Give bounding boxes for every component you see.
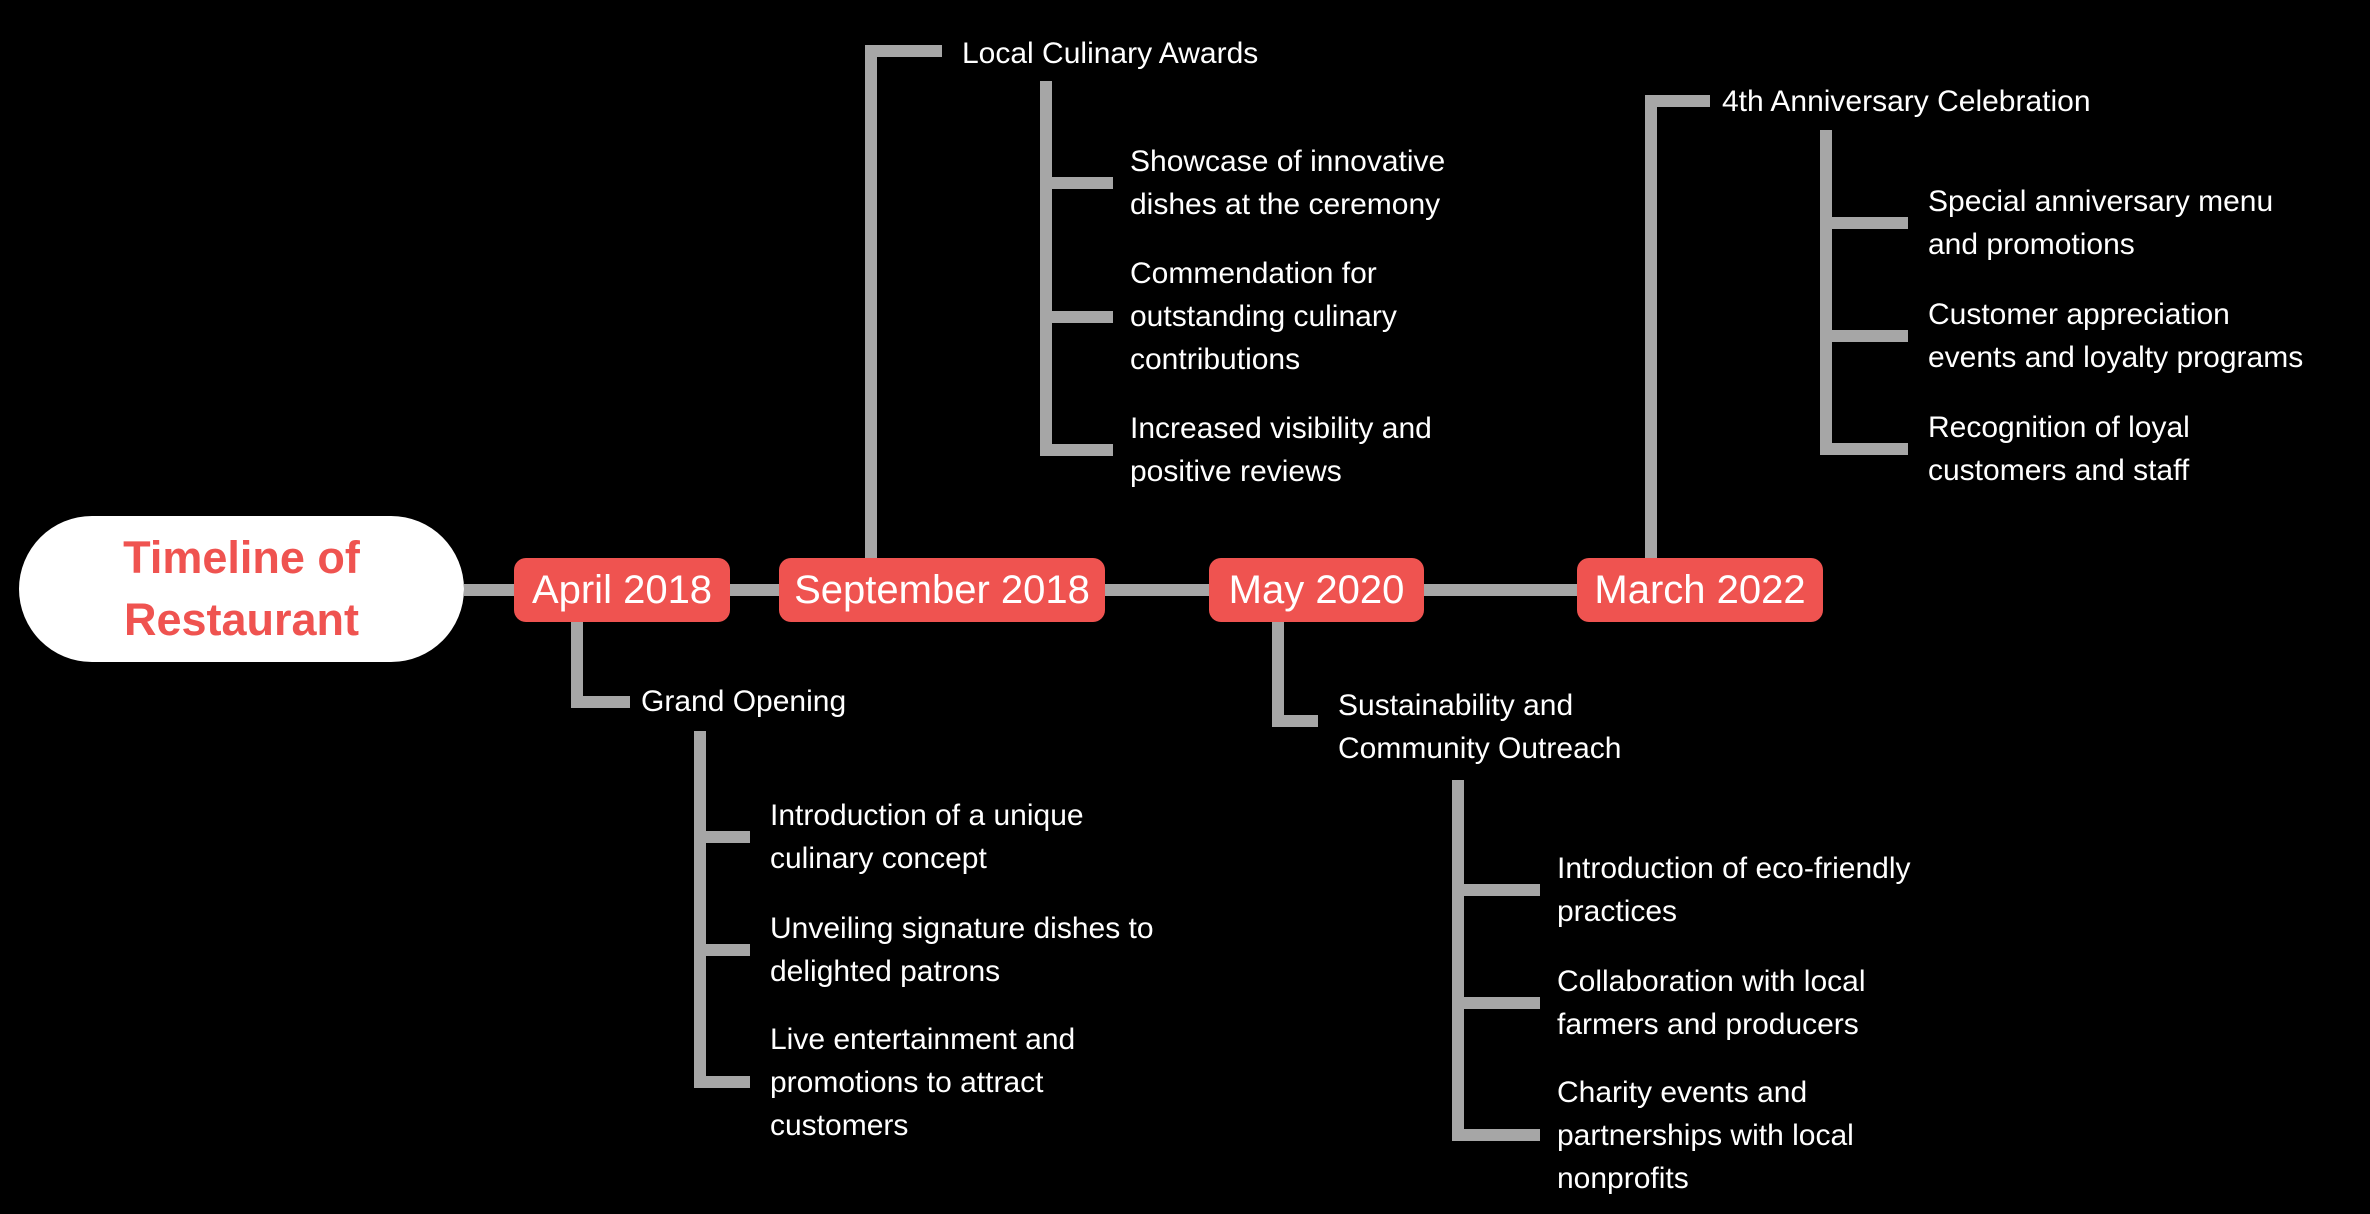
connector-may-elbow-arm: [1272, 715, 1318, 727]
connector-march-up-line: [1645, 95, 1657, 558]
branch-item[interactable]: Live entertainment and promotions to att…: [770, 1023, 1076, 1142]
subtree-line-march: [1820, 130, 1832, 455]
branch-item[interactable]: Customer appreciation events and loyalty…: [1928, 298, 2304, 374]
trunk-line-may-to-march: [1424, 584, 1577, 596]
connector-september-up-line: [865, 45, 877, 558]
connector-april-elbow-arm: [571, 696, 630, 708]
branch-label-grand-opening[interactable]: Grand Opening: [641, 685, 847, 718]
date-node-september-2018[interactable]: September 2018: [779, 558, 1105, 622]
trunk-line-root-to-april: [464, 584, 514, 596]
subtree-stub-may-3: [1452, 1129, 1540, 1141]
subtree-line-september: [1040, 81, 1052, 456]
date-node-april-2018[interactable]: April 2018: [514, 558, 730, 622]
branch-item[interactable]: Collaboration with local farmers and pro…: [1557, 965, 1866, 1041]
subtree-line-may: [1452, 780, 1464, 1141]
subtree-stub-march-1: [1820, 217, 1908, 229]
branch-label-sustainability-community-outreach[interactable]: Sustainability and Community Outreach: [1338, 689, 1622, 765]
subtree-stub-march-2: [1820, 330, 1908, 342]
connector-may-down-line: [1272, 622, 1284, 727]
connector-april-down-line: [571, 622, 583, 708]
branch-item[interactable]: Increased visibility and positive review…: [1130, 412, 1432, 488]
date-node-may-2020[interactable]: May 2020: [1209, 558, 1424, 622]
connector-september-elbow-arm: [865, 45, 942, 57]
branch-item[interactable]: Special anniversary menu and promotions: [1928, 185, 2274, 261]
subtree-stub-september-2: [1040, 311, 1113, 323]
branch-item[interactable]: Showcase of innovative dishes at the cer…: [1130, 145, 1446, 221]
branch-item[interactable]: Commendation for outstanding culinary co…: [1130, 257, 1397, 376]
root-node-timeline-of-restaurant[interactable]: Timeline of Restaurant: [19, 516, 464, 662]
subtree-line-april: [694, 731, 706, 1088]
subtree-stub-may-2: [1452, 997, 1540, 1009]
subtree-stub-september-1: [1040, 177, 1113, 189]
branch-label-local-culinary-awards[interactable]: Local Culinary Awards: [962, 37, 1259, 70]
subtree-stub-september-3: [1040, 444, 1113, 456]
subtree-stub-may-1: [1452, 884, 1540, 896]
connector-march-elbow-arm: [1645, 95, 1710, 107]
branch-label-4th-anniversary-celebration[interactable]: 4th Anniversary Celebration: [1722, 85, 2091, 118]
trunk-line-april-to-september: [730, 584, 779, 596]
branch-item[interactable]: Introduction of a unique culinary concep…: [770, 799, 1084, 875]
branch-item[interactable]: Recognition of loyal customers and staff: [1928, 411, 2190, 487]
branch-item[interactable]: Introduction of eco-friendly practices: [1557, 852, 1911, 928]
branch-item[interactable]: Unveiling signature dishes to delighted …: [770, 912, 1154, 988]
subtree-stub-march-3: [1820, 443, 1908, 455]
date-node-march-2022[interactable]: March 2022: [1577, 558, 1823, 622]
subtree-stub-april-1: [694, 831, 750, 843]
trunk-line-september-to-may: [1105, 584, 1209, 596]
branch-item[interactable]: Charity events and partnerships with loc…: [1557, 1076, 1854, 1195]
subtree-stub-april-2: [694, 944, 750, 956]
subtree-stub-april-3: [694, 1076, 750, 1088]
